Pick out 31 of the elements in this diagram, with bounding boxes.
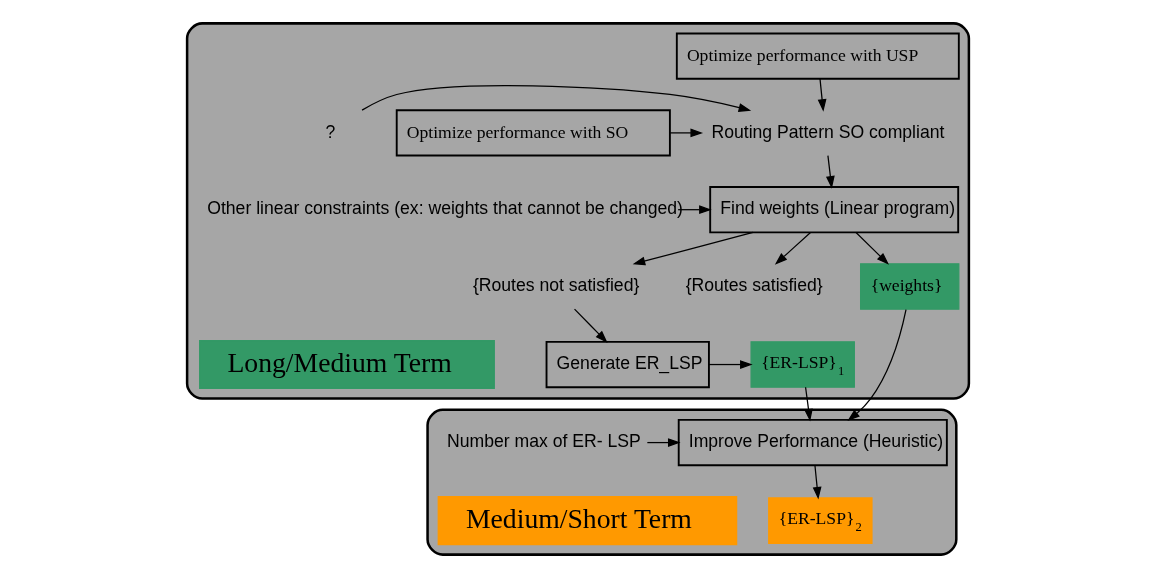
node-box: Improve Performance (Heuristic) xyxy=(677,419,948,467)
node-text: {Routes not satisfied} xyxy=(472,275,640,296)
node-text: Other linear constraints (ex: weights that cannot be changed) xyxy=(207,198,683,219)
arrow xyxy=(573,308,608,343)
arrow xyxy=(817,78,827,112)
arrow xyxy=(361,84,752,112)
arrow xyxy=(812,464,822,500)
node-box: Optimize performance with SO xyxy=(395,109,671,157)
node-box: Medium/Short Term xyxy=(437,496,738,546)
arrow xyxy=(804,386,813,422)
arrow xyxy=(825,155,835,189)
node-text: ? xyxy=(325,121,336,142)
arrow xyxy=(847,308,907,422)
node-text: Number max of ER- LSP xyxy=(447,431,641,452)
arrow xyxy=(677,205,712,215)
node-box: Generate ER_LSP xyxy=(545,340,710,389)
arrow xyxy=(774,231,812,265)
arrow xyxy=(669,128,704,138)
arrow xyxy=(632,231,754,266)
node-box: Long/Medium Term xyxy=(199,340,495,390)
node-box: {ER-LSP}$_{2}$ xyxy=(768,497,873,544)
cluster xyxy=(185,22,971,400)
arrow xyxy=(708,360,753,369)
arrow xyxy=(646,438,681,447)
node-box: Optimize performance with USP xyxy=(675,32,960,80)
arrow xyxy=(855,231,890,265)
node-text: Routing Pattern SO compliant xyxy=(711,121,945,142)
node-text: {Routes satisfied} xyxy=(685,275,823,296)
node-box: {weights} xyxy=(860,263,960,310)
node-box: {ER-LSP}$_{1}$ xyxy=(750,341,855,388)
node-box: Find weights (Linear program) xyxy=(709,186,960,234)
